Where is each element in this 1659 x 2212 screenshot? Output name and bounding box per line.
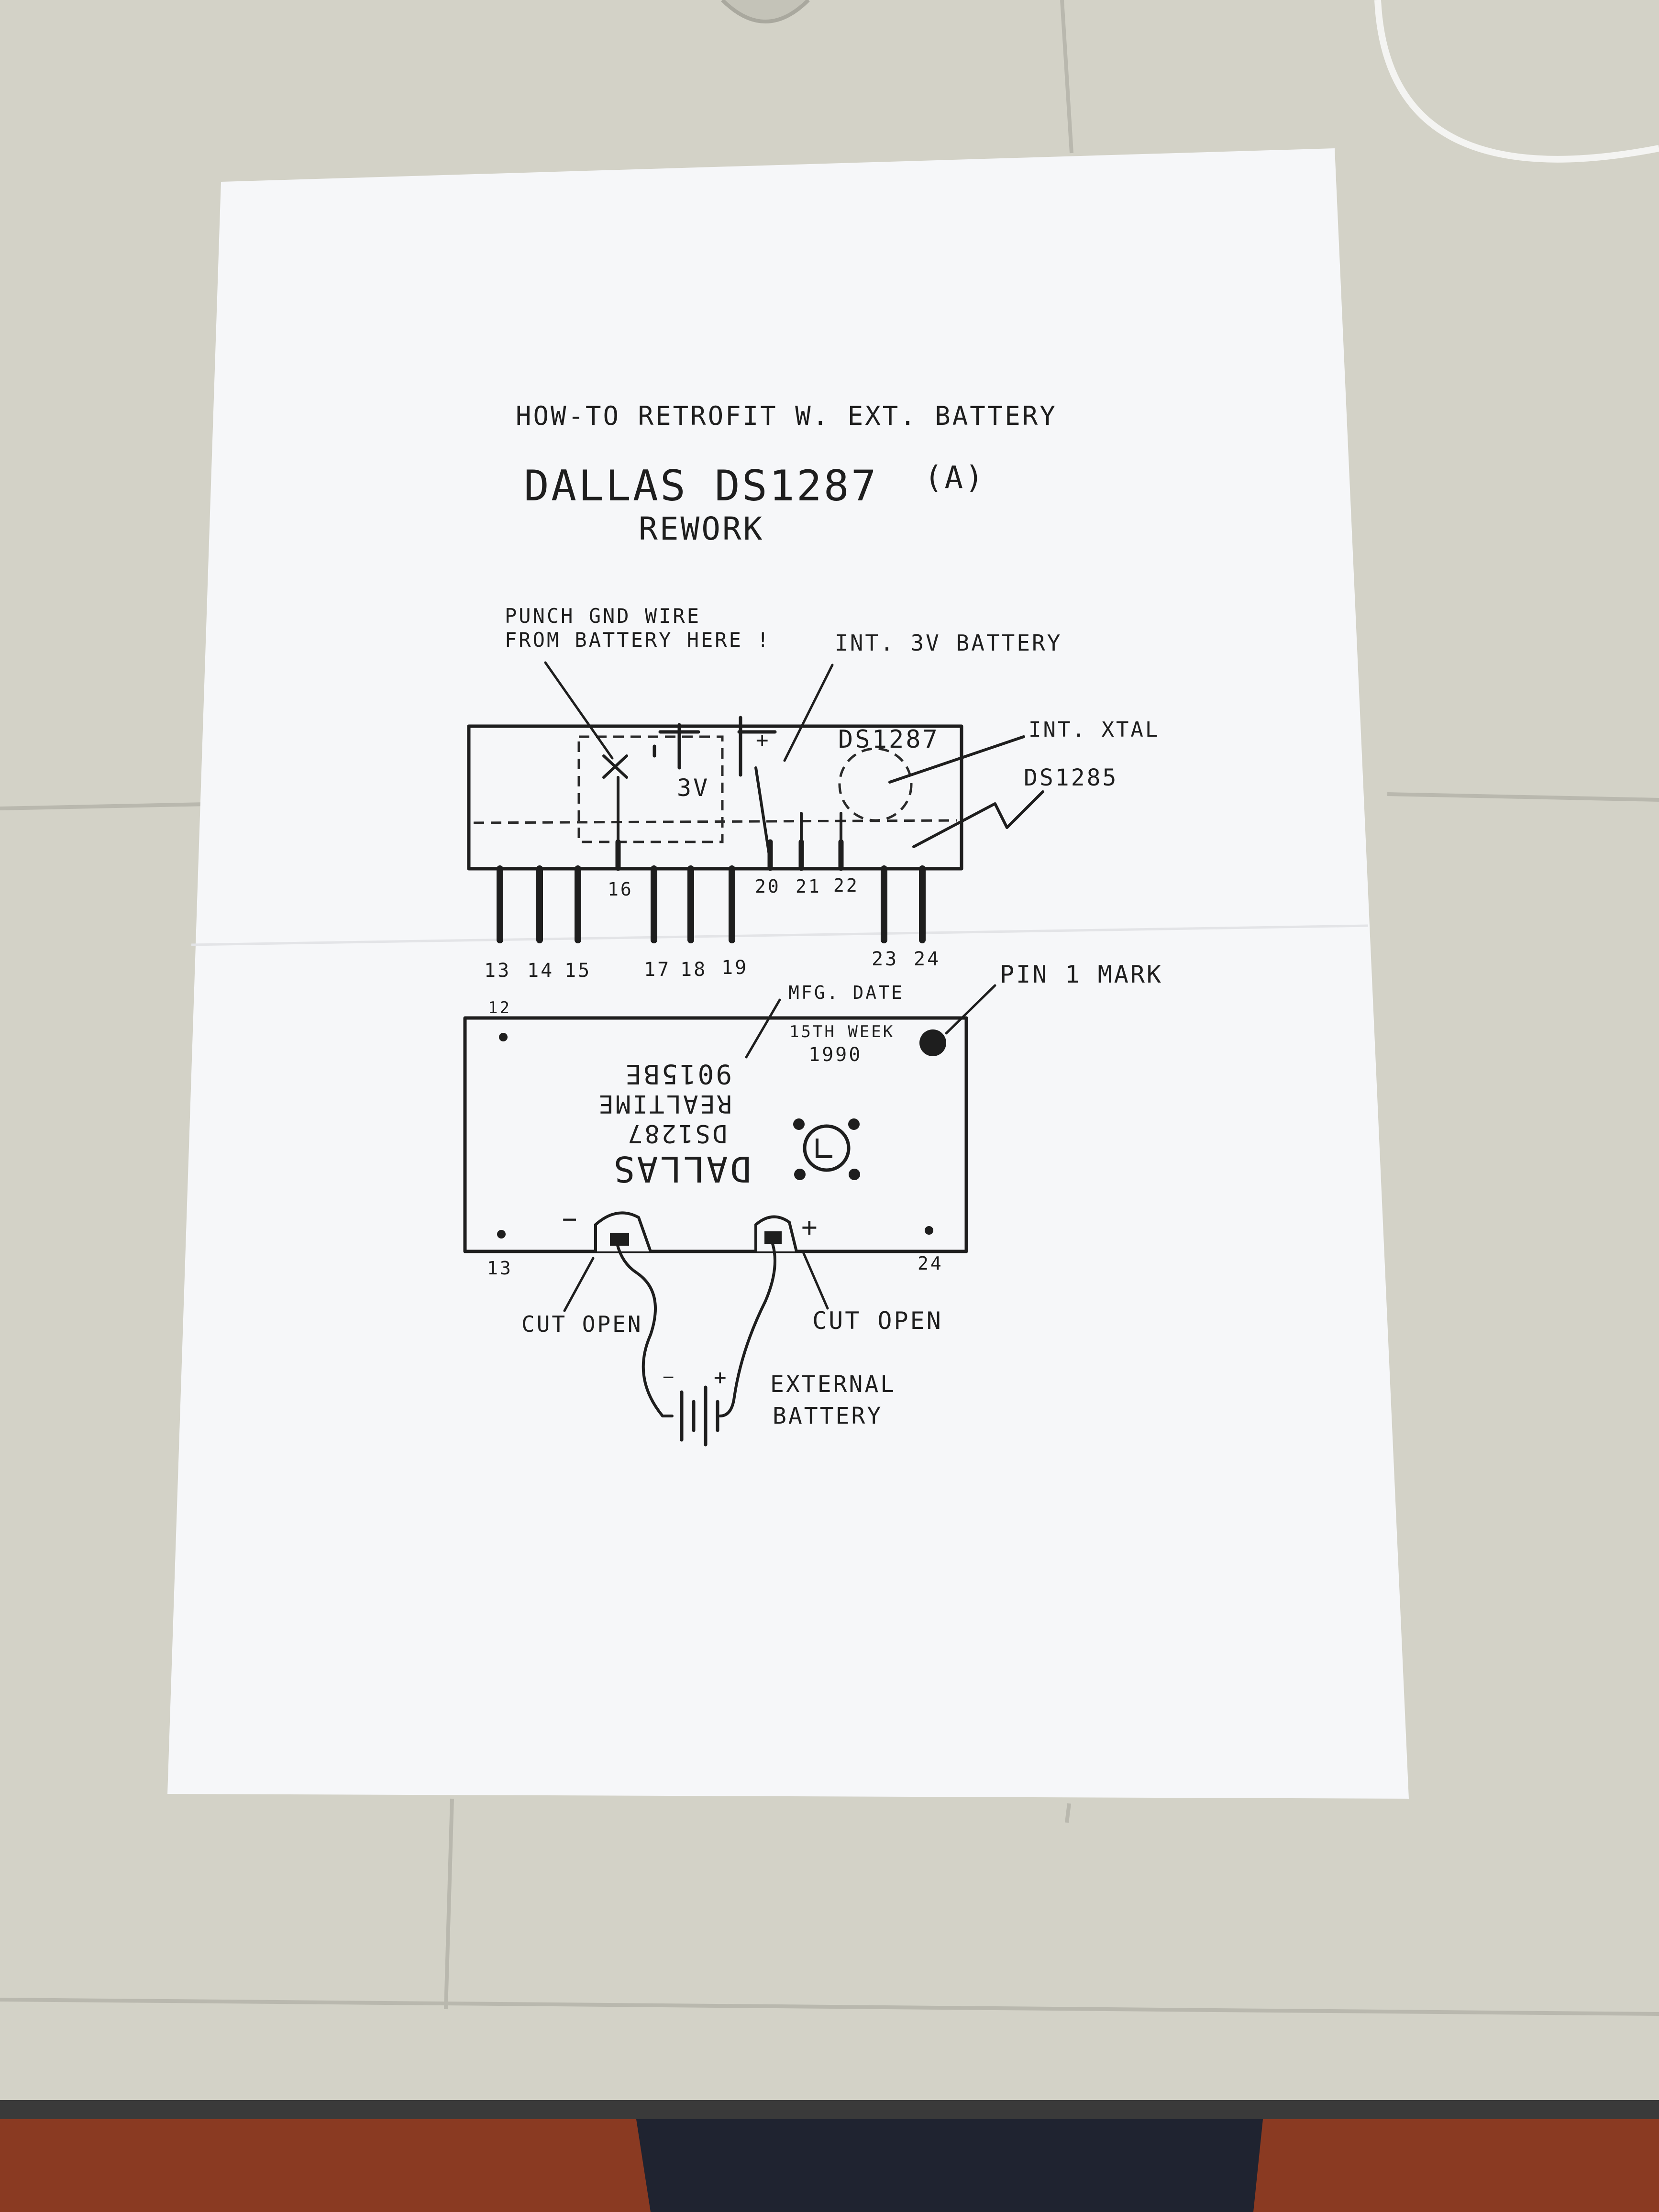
top-view-diagram: 12 13 24 PIN 1 MARK MFG. DATE 15TH WEEK … [463,961,1163,1337]
battery-region-outline [577,735,724,843]
chip-label-ds1287: DS1287 [838,725,940,754]
chip-marking-inverted: 9015BE REALTIME DS1287 DALLAS [597,1058,751,1189]
internal-battery-label: 3V [677,774,709,802]
ext-battery-label-1: EXTERNAL [770,1371,896,1398]
marking-realtime: REALTIME [597,1089,732,1118]
pin-label-24-top: 24 [918,1253,943,1274]
xtal-outline [838,747,913,822]
shoe-shadow [636,2119,1263,2212]
pin-label-13: 13 [484,960,511,982]
pin1-mark-icon [919,1029,946,1056]
pin-stubs-upper [615,839,844,871]
tab-minus [594,1211,652,1252]
pin-label-12: 12 [488,998,511,1018]
pin-label-13-top: 13 [487,1258,513,1279]
pin-label-22: 22 [833,875,859,896]
year-label: 1990 [808,1044,862,1066]
table-tile-lines [0,0,1659,2016]
subtitle: REWORK [639,510,764,547]
chip-name: DALLAS DS1287 [524,461,878,510]
module-side-outline [467,724,963,871]
pin-label-15: 15 [564,960,591,982]
marking-code: 9015BE [624,1058,732,1089]
cable-loop [1374,0,1659,163]
arrow-punch [544,661,614,760]
wire-plus [719,1242,776,1417]
pin-dot-12 [499,1033,508,1041]
arrow-cut-right [802,1252,829,1310]
chip-variant: (A) [924,460,985,496]
table-hole [721,0,810,23]
cut-open-left: CUT OPEN [521,1311,643,1337]
pin-label-24: 24 [914,948,940,970]
arrow-pin1 [945,984,996,1035]
external-battery-icon [680,1385,719,1447]
module-top-outline [463,1016,968,1253]
table-edge [0,2100,1659,2119]
tab-plus [754,1215,798,1252]
callout-punch-gnd-line2: FROM BATTERY HERE ! [505,628,771,652]
pin-dot-24 [925,1226,933,1235]
internal-battery-plus: + [756,728,771,752]
arrow-ds1285 [912,790,1044,848]
pin-label-23: 23 [872,948,898,970]
callout-int-xtal: INT. XTAL [1029,718,1160,742]
ext-battery-minus: − [663,1366,676,1388]
wire-minus [616,1242,674,1417]
pin-dot-13 [497,1230,506,1239]
marking-part: DS1287 [626,1119,727,1148]
pin1-mark-label: PIN 1 MARK [1000,961,1163,988]
ext-battery-label-2: BATTERY [773,1403,883,1429]
pins-long [497,865,926,943]
title-line: HOW-TO RETROFIT W. EXT. BATTERY [516,401,1057,431]
tab-plus-label: + [801,1212,819,1243]
pin-label-14: 14 [527,960,554,982]
punch-mark-icon [602,754,628,779]
pin-label-19: 19 [721,957,748,979]
pin-label-16: 16 [608,879,633,900]
tab-minus-label: − [562,1205,579,1234]
arrow-cut-left [563,1257,595,1312]
mfg-date-label: MFG. DATE [788,982,904,1003]
marking-brand: DALLAS [612,1148,751,1189]
paper-fold [191,924,1369,946]
week-label: 15TH WEEK [789,1022,895,1041]
callout-int-battery: INT. 3V BATTERY [835,630,1062,656]
pin-label-17: 17 [644,959,671,981]
pin-label-18: 18 [680,959,707,981]
callout-ds1285: DS1285 [1024,764,1118,791]
dallas-logo-icon [793,1118,860,1180]
side-view-diagram: PUNCH GND WIRE FROM BATTERY HERE ! INT. … [467,604,1160,982]
arrow-int-battery [783,664,834,762]
arrow-int-xtal [888,735,1025,784]
ext-battery-plus: + [714,1365,729,1390]
external-battery-diagram: − + EXTERNAL BATTERY [616,1242,896,1447]
cut-open-right: CUT OPEN [812,1307,943,1335]
pin-label-21: 21 [796,876,821,897]
pin-label-20: 20 [755,876,781,897]
arrow-mfg-date [745,998,781,1059]
internal-battery-icon [653,716,777,777]
paper-sheet [167,148,1409,1799]
callout-punch-gnd-line1: PUNCH GND WIRE [505,604,701,628]
